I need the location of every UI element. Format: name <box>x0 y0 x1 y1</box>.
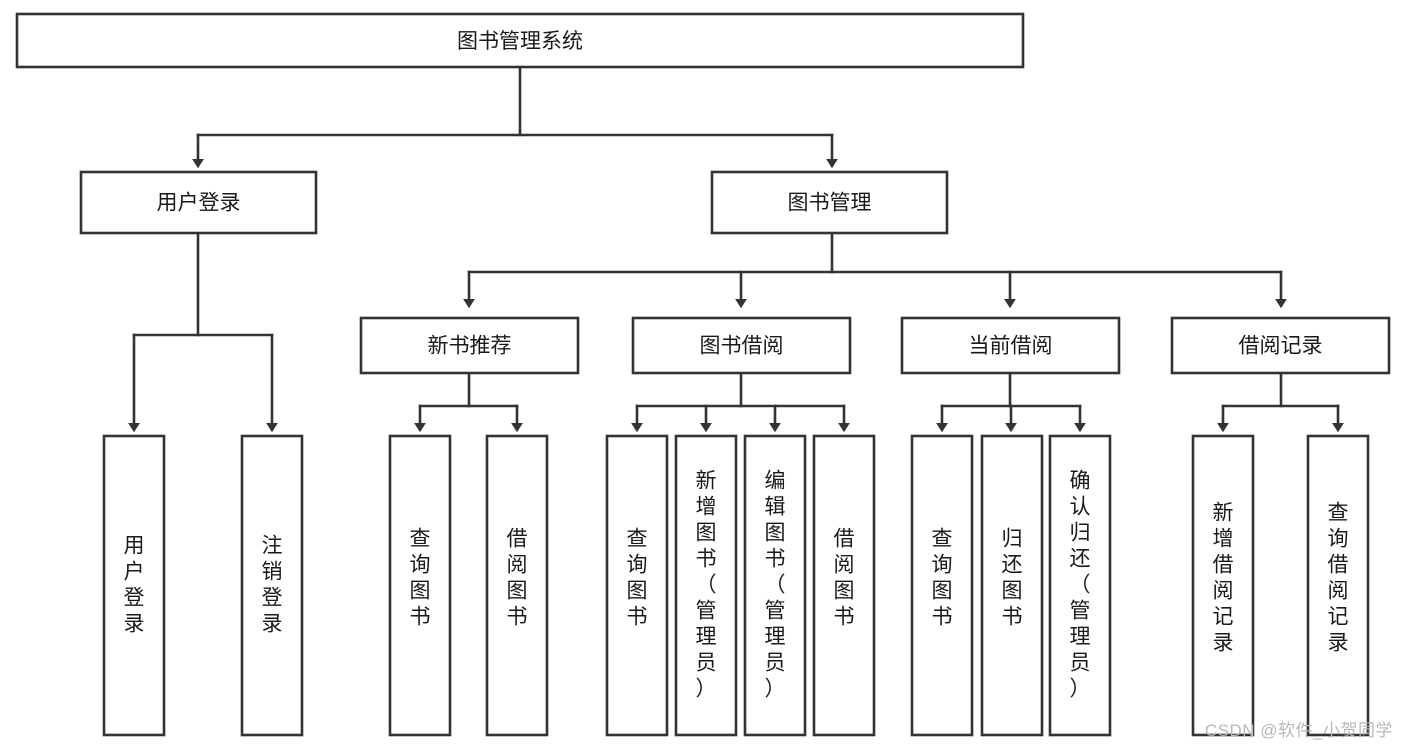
node-leaf-add-book-label: 新增图书（管理员） <box>696 470 717 701</box>
node-leaf-borrow-book-1-label: 借阅图书 <box>507 528 528 629</box>
connector-group-borrow-record <box>1217 371 1344 433</box>
node-leaf-query-record[interactable]: 查询借阅记录 <box>1306 434 1370 737</box>
node-book-borrow[interactable]: 图书借阅 <box>631 316 852 375</box>
node-leaf-add-record-box[interactable] <box>1191 434 1255 737</box>
node-user-login-box[interactable] <box>79 170 318 235</box>
node-root[interactable]: 图书管理系统 <box>15 12 1025 69</box>
node-root-box[interactable] <box>15 12 1025 69</box>
node-leaf-query-book-1-box[interactable] <box>388 434 452 737</box>
connector-group-root <box>192 65 838 169</box>
node-borrow-record[interactable]: 借阅记录 <box>1170 316 1391 375</box>
node-leaf-query-book-1-label: 查询图书 <box>410 528 431 629</box>
node-user-login-label: 用户登录 <box>157 192 241 215</box>
node-leaf-borrow-book-1[interactable]: 借阅图书 <box>485 434 549 737</box>
node-leaf-confirm-return[interactable]: 确认归还（管理员） <box>1048 434 1112 737</box>
node-leaf-query-book-3-label: 查询图书 <box>932 528 953 629</box>
node-book-borrow-label: 图书借阅 <box>700 335 784 358</box>
node-leaf-add-book-box[interactable] <box>674 434 738 737</box>
node-leaf-add-record[interactable]: 新增借阅记录 <box>1191 434 1255 737</box>
node-leaf-edit-book[interactable]: 编辑图书（管理员） <box>743 434 807 737</box>
node-leaf-edit-book-label: 编辑图书（管理员） <box>765 470 786 701</box>
connector-group-book-borrow <box>631 371 850 433</box>
node-leaf-logout[interactable]: 注销登录 <box>240 434 304 737</box>
node-leaf-borrow-book-2-box[interactable] <box>812 434 876 737</box>
node-leaf-edit-book-box[interactable] <box>743 434 807 737</box>
node-leaf-query-record-label: 查询借阅记录 <box>1328 502 1349 655</box>
node-leaf-user-login-label: 用户登录 <box>124 535 145 636</box>
node-new-book-recommend-box[interactable] <box>359 316 580 375</box>
connector-group-book-manage <box>463 231 1287 309</box>
node-leaf-borrow-book-1-box[interactable] <box>485 434 549 737</box>
node-book-manage-label: 图书管理 <box>788 192 872 215</box>
csdn-watermark: CSDN @软件_小贺同学 <box>1204 721 1393 740</box>
node-user-login[interactable]: 用户登录 <box>79 170 318 235</box>
node-borrow-record-box[interactable] <box>1170 316 1391 375</box>
node-current-borrow-label: 当前借阅 <box>969 335 1053 358</box>
node-leaf-confirm-return-label: 确认归还（管理员） <box>1070 470 1091 701</box>
node-leaf-query-book-3[interactable]: 查询图书 <box>910 434 974 737</box>
node-leaf-return-book[interactable]: 归还图书 <box>980 434 1044 737</box>
node-new-book-recommend[interactable]: 新书推荐 <box>359 316 580 375</box>
node-leaf-logout-label: 注销登录 <box>262 535 283 636</box>
node-leaf-user-login-box[interactable] <box>102 434 166 737</box>
node-book-manage-box[interactable] <box>710 170 949 235</box>
node-leaf-borrow-book-2-label: 借阅图书 <box>834 528 855 629</box>
node-leaf-add-book[interactable]: 新增图书（管理员） <box>674 434 738 737</box>
node-leaf-query-book-2[interactable]: 查询图书 <box>605 434 669 737</box>
connector-group-user-login <box>128 231 278 433</box>
connector-group-current-borrow <box>936 371 1086 433</box>
node-leaf-query-book-2-box[interactable] <box>605 434 669 737</box>
node-current-borrow[interactable]: 当前借阅 <box>900 316 1121 375</box>
node-leaf-query-book-1[interactable]: 查询图书 <box>388 434 452 737</box>
node-leaf-query-book-2-label: 查询图书 <box>627 528 648 629</box>
node-leaf-add-record-label: 新增借阅记录 <box>1213 502 1234 655</box>
node-book-manage[interactable]: 图书管理 <box>710 170 949 235</box>
node-leaf-query-book-3-box[interactable] <box>910 434 974 737</box>
node-leaf-query-record-box[interactable] <box>1306 434 1370 737</box>
node-new-book-recommend-label: 新书推荐 <box>428 335 512 358</box>
node-leaf-confirm-return-box[interactable] <box>1048 434 1112 737</box>
node-leaf-logout-box[interactable] <box>240 434 304 737</box>
node-leaf-return-book-label: 归还图书 <box>1002 528 1023 629</box>
connector-group-new-book-recommend <box>414 371 523 433</box>
node-root-label: 图书管理系统 <box>457 30 583 53</box>
node-current-borrow-box[interactable] <box>900 316 1121 375</box>
node-book-borrow-box[interactable] <box>631 316 852 375</box>
node-leaf-return-book-box[interactable] <box>980 434 1044 737</box>
node-leaf-user-login[interactable]: 用户登录 <box>102 434 166 737</box>
node-leaf-borrow-book-2[interactable]: 借阅图书 <box>812 434 876 737</box>
node-borrow-record-label: 借阅记录 <box>1239 335 1323 358</box>
